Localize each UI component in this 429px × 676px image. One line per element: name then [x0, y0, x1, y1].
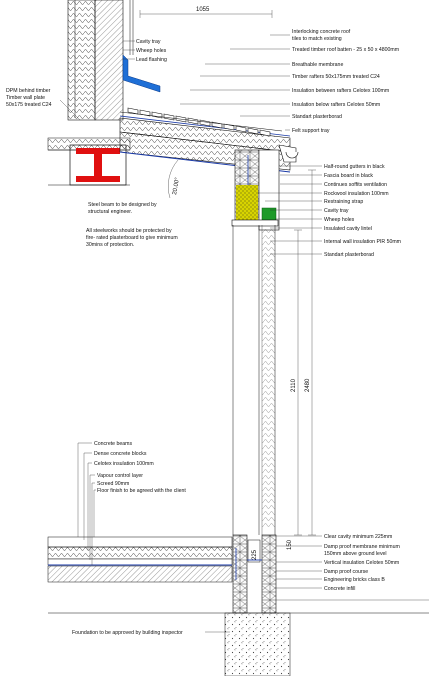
label-plasterboard-roof: Standart plasterborad [292, 114, 342, 120]
label-concrete-infill: Concrete infill [324, 586, 355, 592]
wall-dimensions [294, 169, 316, 536]
label-pir-insulation: Internal wall insulation PIR 50mm [324, 239, 401, 245]
main-wall [232, 225, 276, 535]
label-clear-cavity: Clear cavity minimum 225mm [324, 534, 392, 540]
label-gutters: Half-round gutters in black [324, 164, 385, 170]
eaves-detail [231, 144, 299, 231]
labels-top: Cavity tray Wheep holes Lead flashing [136, 39, 167, 63]
label-roof-tiles-2: tiles to match existing [292, 36, 342, 42]
label-insulation-between: Insulation between rafters Celotex 100mm [292, 88, 389, 94]
label-cavity-tray-eaves: Cavity tray [324, 208, 349, 214]
label-felt-tray: Felt support tray [292, 128, 330, 134]
label-wheep-holes-eaves: Wheep holes [324, 217, 355, 223]
note-steel-protection-2: fire- rated plasterboard to give minimum [86, 235, 178, 241]
labels-floor: Concrete beams Dense concrete blocks Cel… [94, 441, 186, 494]
note-steel-protection-1: All steelworks should be protected by [86, 228, 172, 234]
labels-roof: Interlocking concrete roof tiles to matc… [292, 29, 399, 134]
label-vapour-layer: Vapour control layer [97, 473, 143, 479]
label-restraining-strap: Restraining strap [324, 199, 363, 205]
roof-angle-label: 20.00° [172, 177, 181, 196]
label-lead-flashing: Lead flashing [136, 57, 167, 63]
base-225-label: 225 [252, 549, 258, 560]
lead-flashing [122, 54, 161, 93]
label-roof-batten: Treated timber roof batten - 25 x 50 x 4… [292, 47, 399, 53]
label-foundation: Foundation to be approved by building in… [72, 630, 183, 636]
foundation-walls [232, 534, 277, 614]
label-timber-rafters: Timber rafters 50x175mm treated C24 [292, 74, 380, 80]
label-insulation-below: Insulation below rafters Celotex 50mm [292, 102, 380, 108]
label-engineering-bricks: Engineering bricks class B [324, 577, 385, 583]
label-cavity-lintel: Insulated cavity lintel [324, 226, 372, 232]
labels-eaves: Half-round gutters in black Fascia board… [324, 164, 401, 258]
label-roof-tiles-1: Interlocking concrete roof [292, 29, 351, 35]
note-steel-beam-2: structural engineer. [88, 209, 132, 215]
label-breathable-membrane: Breathable membrane [292, 62, 343, 68]
label-fascia: Fascia board in black [324, 173, 373, 179]
label-dense-blocks: Dense concrete blocks [94, 451, 147, 457]
label-wheep-holes-top: Wheep holes [136, 48, 167, 54]
labels-base: Clear cavity minimum 225mm Damp proof me… [324, 534, 400, 592]
label-floor-finish: Floor finish to be agreed with the clien… [97, 488, 186, 494]
existing-wall [67, 0, 134, 121]
label-dpm-2: 150mm above ground level [324, 551, 387, 557]
concrete-foundation [224, 612, 291, 676]
label-concrete-beams: Concrete beams [94, 441, 132, 447]
label-screed: Screed 90mm [97, 481, 129, 487]
leader-lines [59, 34, 322, 633]
floor-slab [47, 536, 233, 583]
label-celotex-floor: Celotex insulation 100mm [94, 461, 154, 467]
note-steel-beam-1: Steel beam to be designed by [88, 202, 157, 208]
label-vertical-insulation: Vertical insulation Celotex 50mm [324, 560, 399, 566]
label-soffit-vent: Continues soffits ventilation [324, 182, 387, 188]
notes-steel: Steel beam to be designed by structural … [86, 202, 178, 248]
label-dpm: DPM behind timber [6, 88, 51, 94]
labels-left: DPM behind timber Timber wall plate 50x1… [6, 88, 52, 108]
label-wall-plate-size: 50x175 treated C24 [6, 102, 52, 108]
note-steel-protection-3: 30mins of protection. [86, 242, 134, 248]
steel-beam [69, 144, 127, 186]
wall-height-outer-label: 2480 [305, 378, 311, 392]
base-150-label: 150 [287, 539, 293, 550]
label-rockwool: Rockwool insulation 100mm [324, 191, 389, 197]
wall-height-inner-label: 2110 [291, 378, 297, 392]
label-cavity-tray-top: Cavity tray [136, 39, 161, 45]
label-wall-plate: Timber wall plate [6, 95, 45, 101]
label-dpc: Damp proof course [324, 569, 368, 575]
label-plasterboard-wall: Standart plasterborad [324, 252, 374, 258]
top-width-label: 1055 [196, 7, 210, 13]
label-dpm-1: Damp proof membrane minimum [324, 544, 400, 550]
